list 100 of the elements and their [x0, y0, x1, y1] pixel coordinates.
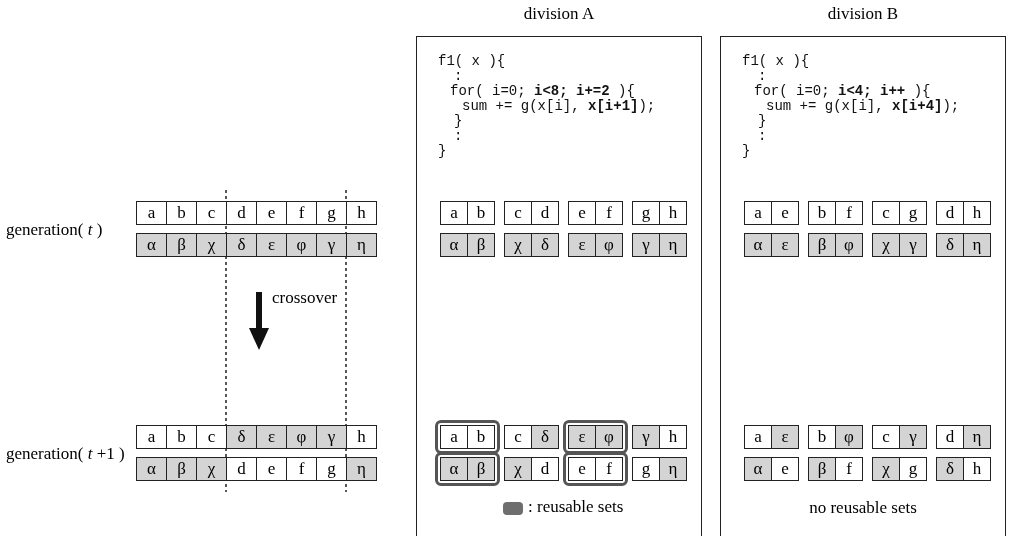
gene-cell: α	[440, 233, 468, 257]
gene-cell: δ	[531, 425, 559, 449]
code-line: f1( x ){	[438, 54, 506, 69]
gene-cell: g	[316, 201, 347, 225]
code-line: sum += g(x[i], x[i+1]);	[462, 99, 656, 114]
code-line: f1( x ){	[742, 54, 810, 69]
code-line: }	[742, 144, 751, 159]
gene-cell: χ	[872, 457, 900, 481]
gene-cell: g	[899, 457, 927, 481]
gene-cell: f	[835, 457, 863, 481]
gene-cell: χ	[504, 233, 532, 257]
gene-cell: g	[632, 457, 660, 481]
generation-label: generation( t +1 )	[6, 444, 125, 464]
gene-cell: h	[963, 201, 991, 225]
gene-cell: d	[936, 201, 964, 225]
gene-cell: a	[440, 425, 468, 449]
gene-cell: γ	[632, 233, 660, 257]
gene-cell: a	[744, 425, 772, 449]
gene-cell: η	[659, 233, 687, 257]
gene-cell: b	[166, 201, 197, 225]
legend-text: : reusable sets	[528, 497, 624, 517]
gene-cell: δ	[936, 233, 964, 257]
gene-cell: δ	[226, 425, 257, 449]
gene-cell: χ	[504, 457, 532, 481]
gene-cell: a	[744, 201, 772, 225]
gene-cell: η	[346, 457, 377, 481]
gene-cell: e	[256, 457, 287, 481]
gene-cell: h	[659, 201, 687, 225]
gene-cell: a	[136, 425, 167, 449]
gene-cell: d	[531, 201, 559, 225]
code-line: for( i=0; i<4; i++ ){	[754, 84, 931, 99]
gene-cell: β	[808, 233, 836, 257]
gene-cell: β	[808, 457, 836, 481]
gene-cell: α	[136, 457, 167, 481]
gene-cell: ε	[256, 425, 287, 449]
code-line: }	[758, 114, 767, 129]
gene-cell: d	[531, 457, 559, 481]
gene-cell: α	[136, 233, 167, 257]
gene-cell: β	[166, 233, 197, 257]
gene-cell: g	[316, 457, 347, 481]
gene-cell: η	[659, 457, 687, 481]
gene-cell: b	[467, 425, 495, 449]
gene-cell: γ	[899, 425, 927, 449]
code-line: :	[758, 69, 767, 84]
generation-label: generation( t )	[6, 220, 103, 240]
gene-cell: c	[872, 201, 900, 225]
gene-cell: α	[744, 233, 772, 257]
crossover-label: crossover	[272, 288, 338, 308]
code-line: }	[454, 114, 463, 129]
gene-cell: β	[166, 457, 197, 481]
gene-cell: c	[872, 425, 900, 449]
gene-cell: φ	[835, 425, 863, 449]
gene-cell: χ	[196, 457, 227, 481]
gene-cell: γ	[316, 425, 347, 449]
code-line: :	[758, 129, 767, 144]
gene-cell: c	[504, 201, 532, 225]
gene-cell: e	[568, 201, 596, 225]
gene-cell: f	[595, 201, 623, 225]
gene-cell: h	[659, 425, 687, 449]
gene-cell: φ	[595, 233, 623, 257]
gene-cell: f	[286, 457, 317, 481]
gene-cell: φ	[595, 425, 623, 449]
gene-cell: c	[196, 425, 227, 449]
gene-cell: b	[808, 425, 836, 449]
code-line: for( i=0; i<8; i+=2 ){	[450, 84, 635, 99]
gene-cell: ε	[771, 233, 799, 257]
gene-cell: e	[771, 457, 799, 481]
code-line: sum += g(x[i], x[i+4]);	[766, 99, 960, 114]
gene-cell: α	[744, 457, 772, 481]
gene-cell: ε	[771, 425, 799, 449]
gene-cell: c	[504, 425, 532, 449]
panel-heading: division B	[826, 4, 900, 24]
gene-cell: d	[226, 201, 257, 225]
gene-cell: ε	[256, 233, 287, 257]
gene-cell: β	[467, 233, 495, 257]
gene-cell: δ	[226, 233, 257, 257]
gene-cell: η	[346, 233, 377, 257]
gene-cell: a	[136, 201, 167, 225]
gene-cell: e	[568, 457, 596, 481]
gene-cell: δ	[531, 233, 559, 257]
code-line: :	[454, 69, 463, 84]
gene-cell: d	[226, 457, 257, 481]
code-line: :	[454, 129, 463, 144]
gene-cell: g	[632, 201, 660, 225]
gene-cell: χ	[196, 233, 227, 257]
gene-cell: β	[467, 457, 495, 481]
gene-cell: γ	[316, 233, 347, 257]
gene-cell: f	[286, 201, 317, 225]
gene-cell: h	[346, 201, 377, 225]
gene-cell: e	[771, 201, 799, 225]
gene-cell: a	[440, 201, 468, 225]
gene-cell: b	[467, 201, 495, 225]
gene-cell: e	[256, 201, 287, 225]
gene-cell: η	[963, 233, 991, 257]
gene-cell: η	[963, 425, 991, 449]
panel-heading: division A	[522, 4, 596, 24]
gene-cell: φ	[286, 233, 317, 257]
gene-cell: b	[166, 425, 197, 449]
gene-cell: b	[808, 201, 836, 225]
gene-cell: g	[899, 201, 927, 225]
